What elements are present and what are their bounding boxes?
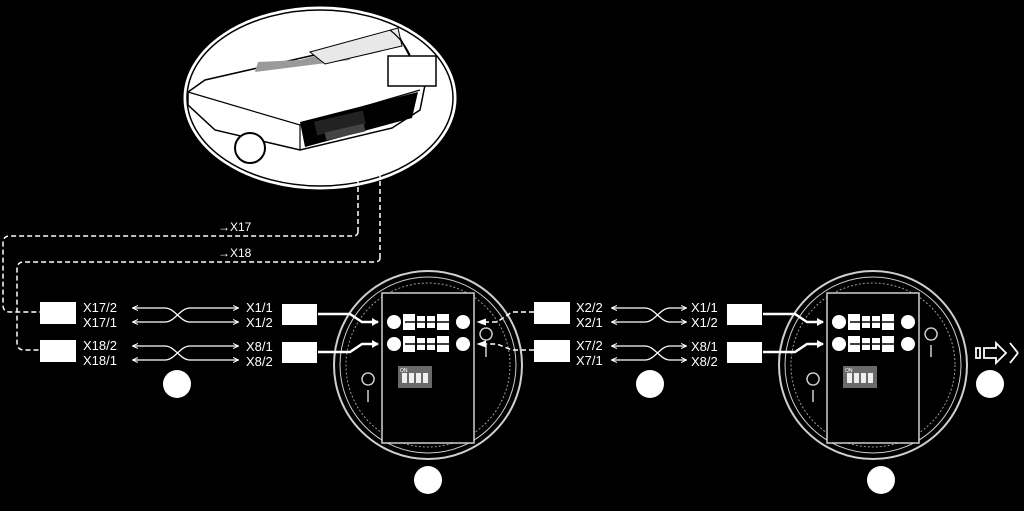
continue-arrow-icon bbox=[975, 340, 1019, 366]
callout-circle bbox=[163, 370, 191, 398]
terminal-block-x1 bbox=[282, 304, 317, 325]
terminal-block-x1 bbox=[727, 304, 762, 325]
route-label-x17: →X17 bbox=[218, 220, 252, 234]
terminal-x8-1: X8/1 bbox=[246, 339, 273, 354]
terminal-block-x8 bbox=[727, 342, 762, 363]
callout-circle bbox=[414, 466, 442, 494]
terminal-x1-1: X1/1 bbox=[246, 300, 273, 315]
wire-arrow bbox=[763, 340, 824, 354]
terminal-block-x17 bbox=[40, 302, 76, 324]
terminal-block-x2 bbox=[534, 302, 570, 324]
twisted-pair-cable-2a bbox=[612, 308, 686, 322]
callout-circle bbox=[234, 132, 266, 164]
controller-housing bbox=[187, 27, 437, 151]
dashed-route-x17 bbox=[2, 231, 359, 313]
terminal-block-x8 bbox=[282, 342, 317, 363]
wire-arrow bbox=[763, 312, 824, 326]
terminal-x7-1: X7/1 bbox=[576, 353, 603, 368]
connector-x1 bbox=[832, 314, 915, 330]
device-1: ON bbox=[333, 270, 523, 460]
terminal-x8-2: X8/2 bbox=[691, 354, 718, 369]
terminal-x1-1: X1/1 bbox=[691, 300, 718, 315]
terminal-x8-1: X8/1 bbox=[691, 339, 718, 354]
terminal-block-x18 bbox=[40, 340, 76, 362]
callout-circle bbox=[867, 466, 895, 494]
callout-circle bbox=[636, 370, 664, 398]
dip-switch: ON bbox=[843, 366, 877, 388]
terminal-x18-2: X18/2 bbox=[83, 338, 117, 353]
terminal-x1-2: X1/2 bbox=[691, 315, 718, 330]
connector-x8 bbox=[832, 336, 915, 352]
terminal-x2-1: X2/1 bbox=[576, 315, 603, 330]
connector-x1 bbox=[387, 314, 470, 330]
wire-arrow bbox=[318, 340, 379, 354]
twisted-pair-cable-1a bbox=[133, 308, 238, 322]
dashed-route-x18 bbox=[16, 257, 381, 351]
route-label-x18: →X18 bbox=[218, 246, 252, 260]
svg-text:ON: ON bbox=[845, 368, 853, 374]
terminal-x18-1: X18/1 bbox=[83, 353, 117, 368]
terminal-x17-1: X17/1 bbox=[83, 315, 117, 330]
terminal-x7-2: X7/2 bbox=[576, 338, 603, 353]
terminal-x2-2: X2/2 bbox=[576, 300, 603, 315]
terminal-x17-2: X17/2 bbox=[83, 300, 117, 315]
twisted-pair-cable-2b bbox=[612, 346, 686, 360]
terminal-block-x7 bbox=[534, 340, 570, 362]
connector-x8 bbox=[387, 336, 470, 352]
twisted-pair-cable-1b bbox=[133, 346, 238, 360]
svg-text:ON: ON bbox=[400, 368, 408, 374]
wire-arrow bbox=[318, 312, 379, 326]
terminal-x1-2: X1/2 bbox=[246, 315, 273, 330]
device-2: ON bbox=[778, 270, 968, 460]
terminal-x8-2: X8/2 bbox=[246, 354, 273, 369]
callout-circle bbox=[976, 370, 1004, 398]
controller-inset bbox=[180, 3, 460, 258]
dip-switch: ON bbox=[398, 366, 432, 388]
